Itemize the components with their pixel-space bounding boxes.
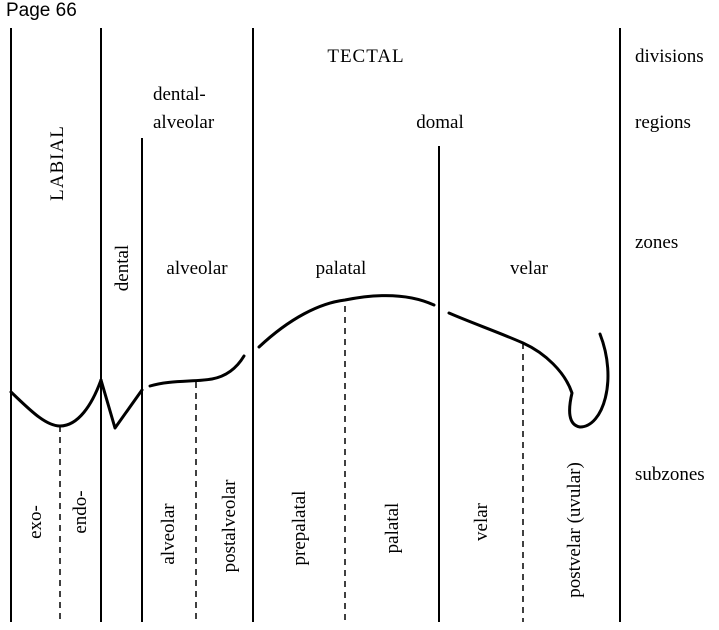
label-divisions: divisions xyxy=(635,46,704,67)
subzone-palatal: palatal xyxy=(382,503,403,554)
subzone-velar: velar xyxy=(471,502,492,541)
palate-curve xyxy=(257,294,436,349)
division-lines xyxy=(10,28,621,622)
zone-velar: velar xyxy=(510,258,549,279)
lip-curve xyxy=(9,378,103,428)
page-number: Page 66 xyxy=(6,0,77,21)
subzone-lines xyxy=(59,306,524,622)
teeth-curve xyxy=(99,378,144,430)
alveolar-ridge-curve xyxy=(148,354,246,388)
subzone-postalveolar: postalveolar xyxy=(219,479,240,573)
label-regions: regions xyxy=(635,112,691,133)
zone-dental: dental xyxy=(112,245,133,291)
label-zones: zones xyxy=(635,232,678,253)
subzone-exo: exo- xyxy=(25,505,46,539)
heading-domal: domal xyxy=(416,112,464,133)
subzone-endo: endo- xyxy=(70,490,91,533)
zone-alveolar: alveolar xyxy=(166,258,228,279)
subzone-alveolar: alveolar xyxy=(158,503,179,565)
heading-dental-alveolar-1: dental- xyxy=(153,84,206,105)
heading-tectal: TECTAL xyxy=(327,46,404,67)
subzone-postvelar: postvelar (uvular) xyxy=(564,462,585,598)
heading-dental-alveolar-2: alveolar xyxy=(153,112,215,133)
subzone-prepalatal: prepalatal xyxy=(289,491,310,566)
heading-labial: LABIAL xyxy=(47,125,68,201)
label-subzones: subzones xyxy=(635,464,705,485)
vocal-tract-profile xyxy=(9,294,610,430)
velum-curve xyxy=(447,311,610,429)
zone-palatal: palatal xyxy=(316,258,367,279)
